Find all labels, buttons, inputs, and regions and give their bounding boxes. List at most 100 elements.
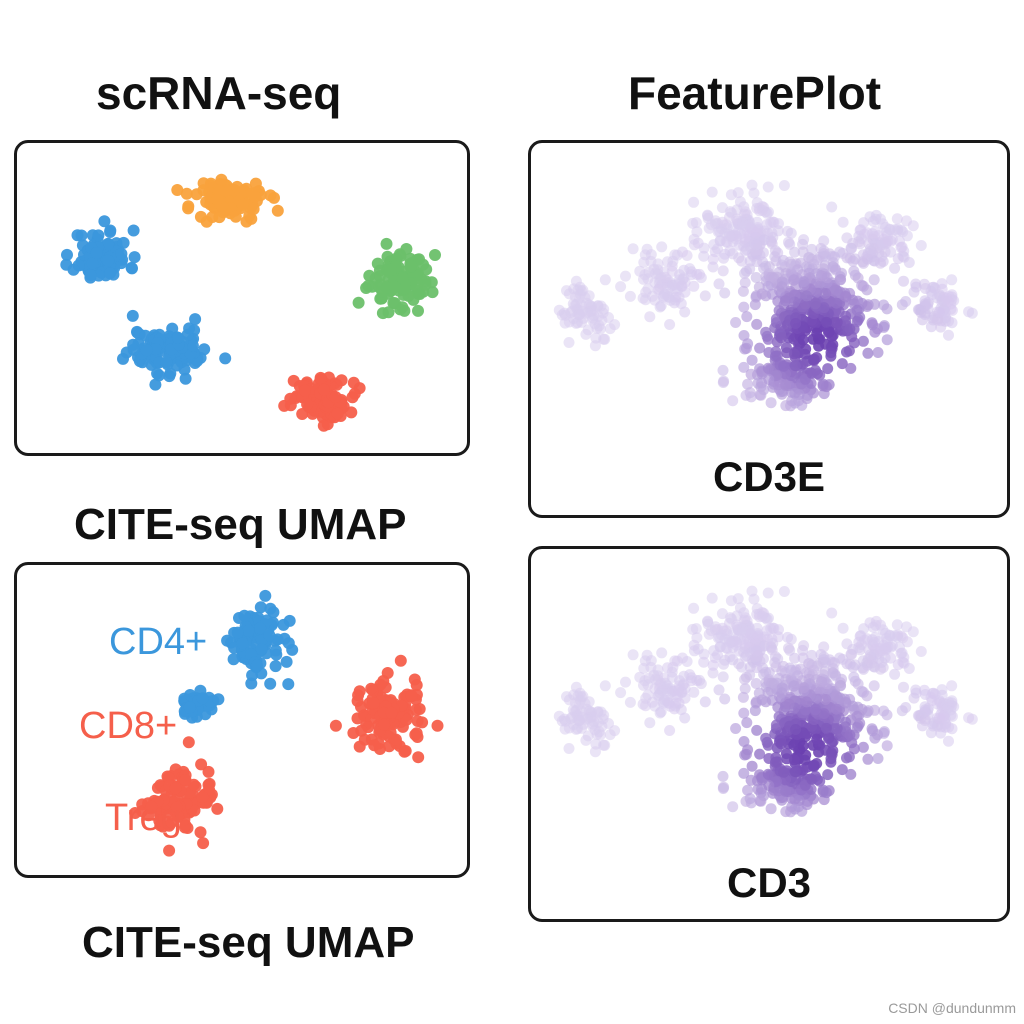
feature-point: [713, 278, 725, 290]
feature-point: [768, 622, 780, 634]
feature-point: [837, 622, 849, 634]
feature-point: [840, 721, 851, 733]
feature-point: [766, 271, 778, 283]
feature-point: [933, 306, 945, 318]
feature-point: [768, 216, 780, 228]
feature-point: [675, 704, 687, 716]
feature-point: [841, 638, 853, 650]
cluster-point: [264, 677, 277, 690]
feature-point: [561, 285, 572, 297]
feature-point: [741, 717, 753, 729]
cluster-point: [259, 589, 272, 602]
cluster-point: [183, 322, 196, 335]
feature-point: [840, 696, 852, 708]
featureplot-heading: FeaturePlot: [628, 67, 882, 119]
cluster-point: [429, 249, 441, 261]
cluster-point: [153, 814, 166, 827]
feature-point: [851, 304, 863, 316]
feature-point: [640, 294, 652, 306]
feature-point: [681, 656, 693, 667]
feature-point: [946, 680, 958, 692]
cite-seq-umap-heading-top: CITE-seq UMAP: [74, 500, 407, 549]
feature-point: [740, 342, 752, 354]
feature-point: [943, 735, 954, 747]
cluster-point: [98, 215, 111, 228]
feature-point: [742, 378, 754, 390]
feature-point: [784, 238, 796, 250]
feature-point: [844, 729, 856, 741]
feature-point: [818, 302, 830, 314]
cluster-point: [399, 745, 412, 757]
feature-point: [717, 364, 729, 376]
feature-point: [749, 705, 761, 717]
feature-point: [783, 698, 795, 710]
feature-point: [678, 678, 690, 690]
cluster-point: [247, 203, 260, 216]
feature-point: [941, 292, 953, 304]
feature-point: [762, 281, 774, 292]
cluster-point: [170, 801, 183, 814]
cluster-point: [254, 622, 267, 635]
feature-point: [858, 217, 870, 229]
cluster-point: [409, 704, 422, 716]
feature-point: [716, 216, 728, 228]
feature-point: [806, 773, 818, 785]
feature-point: [620, 270, 631, 282]
cluster-point: [254, 601, 267, 614]
cluster-point: [231, 626, 244, 639]
feature-label-cd3e: CD3E: [712, 453, 826, 500]
feature-point: [599, 680, 611, 692]
feature-point: [738, 736, 750, 747]
feature-point: [798, 276, 810, 288]
feature-point: [847, 255, 859, 267]
feature-point: [862, 347, 874, 359]
feature-point: [717, 671, 729, 683]
feature-point: [762, 362, 774, 374]
feature-point: [563, 743, 575, 754]
feature-point: [586, 720, 598, 732]
feature-point: [898, 681, 909, 693]
feature-point: [563, 337, 575, 348]
feature-point: [851, 316, 863, 328]
feature-point: [770, 350, 781, 362]
feature-point: [775, 738, 787, 750]
feature-point: [806, 243, 818, 255]
cluster-point: [92, 229, 105, 242]
feature-point: [837, 216, 849, 228]
feature-point: [589, 746, 601, 758]
cluster-point: [180, 187, 193, 200]
feature-point: [810, 674, 822, 686]
cluster-point: [179, 774, 192, 786]
feature-point: [882, 235, 894, 247]
feature-point: [963, 306, 975, 318]
scrna-scatter-plot: [60, 173, 441, 432]
feature-point: [800, 298, 811, 310]
feature-point: [881, 303, 893, 315]
feature-point: [784, 644, 796, 656]
cluster-point: [104, 224, 117, 237]
feature-point: [723, 230, 735, 242]
cluster-label-cd4: CD4+: [109, 621, 208, 663]
cluster-point: [160, 356, 173, 369]
cluster-point: [317, 383, 330, 396]
cluster-point: [202, 765, 215, 778]
cluster-point: [139, 329, 152, 342]
cluster-point: [188, 804, 201, 817]
cluster-point: [317, 419, 330, 432]
cluster-point: [301, 398, 314, 411]
feature-point: [688, 196, 700, 208]
cluster-point: [161, 806, 174, 819]
feature-point: [624, 696, 636, 708]
feature-point: [750, 272, 762, 283]
feature-point: [881, 740, 893, 752]
feature-point: [875, 619, 886, 631]
feature-point: [748, 593, 760, 605]
feature-point: [724, 612, 736, 624]
cluster-point: [282, 678, 295, 691]
feature-point: [596, 314, 608, 326]
feature-point: [760, 732, 772, 744]
feature-point: [750, 227, 762, 239]
cluster-point: [260, 614, 273, 627]
feature-point: [845, 648, 857, 660]
cluster-point: [412, 751, 425, 764]
